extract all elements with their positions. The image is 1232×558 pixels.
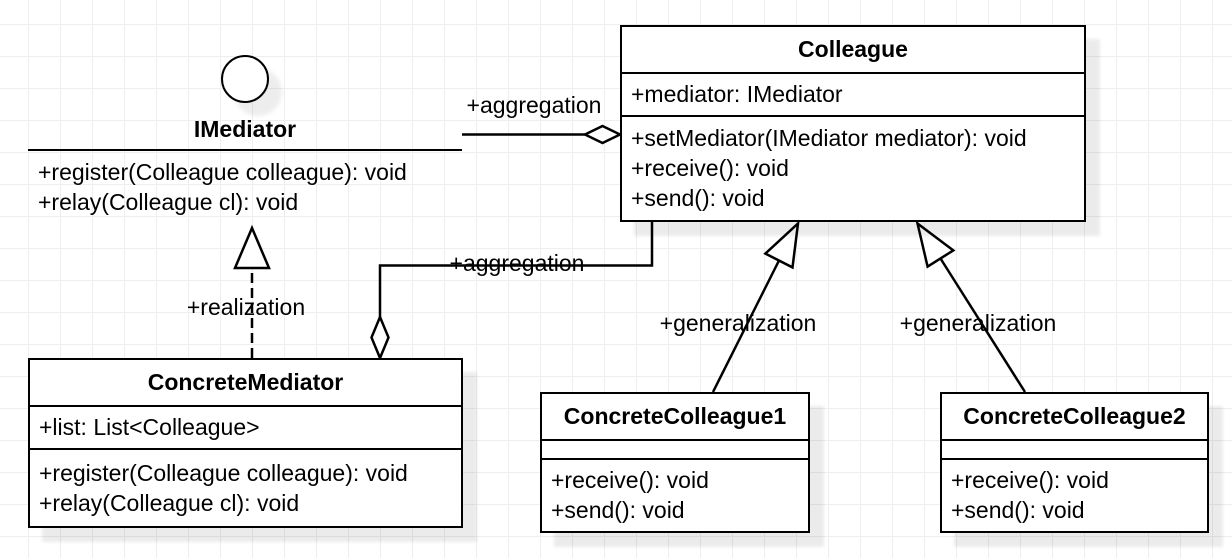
- class-title: Colleague: [622, 27, 1084, 74]
- interface-imediator[interactable]: IMediator +register(Colleague colleague)…: [28, 55, 462, 217]
- interface-title: IMediator: [28, 115, 462, 151]
- aggregation-edge-imediator-colleague[interactable]: [462, 124, 623, 145]
- class-methods: +register(Colleague colleague): void +re…: [30, 450, 461, 527]
- edge-label-realization[interactable]: +realization: [186, 294, 306, 320]
- method-row: +receive(): void: [631, 155, 789, 182]
- class-title: ConcreteColleague1: [542, 394, 808, 441]
- attribute-row: +mediator: IMediator: [631, 80, 843, 107]
- attribute-row: +list: List<Colleague>: [39, 413, 260, 440]
- method-row: +send(): void: [551, 497, 685, 524]
- class-methods: +setMediator(IMediator mediator): void +…: [622, 117, 1084, 221]
- realization-triangle-icon: [233, 224, 271, 270]
- interface-circle-icon: [221, 55, 269, 103]
- edge-label-aggregation-imediator[interactable]: +aggregation: [466, 92, 602, 118]
- class-attributes-empty: [942, 441, 1207, 460]
- edge-label-aggregation-concretemediator[interactable]: +aggregation: [449, 250, 585, 276]
- class-title: ConcreteMediator: [30, 360, 461, 407]
- generalization-edge-concretecolleague2-colleague[interactable]: [915, 220, 1027, 393]
- generalization-edge-concretecolleague1-colleague[interactable]: [711, 220, 800, 393]
- generalization-triangle-icon: [915, 220, 956, 269]
- class-attributes: +list: List<Colleague>: [30, 407, 461, 450]
- method-row: +setMediator(IMediator mediator): void: [631, 125, 1027, 152]
- class-methods: +receive(): void +send(): void: [942, 460, 1207, 532]
- aggregation-diamond-icon: [582, 124, 623, 145]
- class-attributes: +mediator: IMediator: [622, 74, 1084, 117]
- method-row: +relay(Colleague cl): void: [38, 189, 299, 215]
- edge-label-generalization-2[interactable]: +generalization: [899, 310, 1057, 336]
- class-title: ConcreteColleague2: [942, 394, 1207, 441]
- realization-edge-concretemediator-imediator[interactable]: [233, 224, 271, 358]
- class-box-concrete-colleague2[interactable]: ConcreteColleague2 +receive(): void +sen…: [940, 392, 1209, 533]
- class-methods: +receive(): void +send(): void: [542, 460, 808, 532]
- class-attributes-empty: [542, 441, 808, 460]
- class-box-colleague[interactable]: Colleague +mediator: IMediator +setMedia…: [620, 25, 1086, 222]
- method-row: +register(Colleague colleague): void: [38, 159, 407, 185]
- aggregation-diamond-icon: [370, 313, 390, 362]
- method-row: +send(): void: [951, 497, 1085, 524]
- method-row: +relay(Colleague cl): void: [39, 489, 300, 516]
- edge-label-generalization-1[interactable]: +generalization: [659, 310, 817, 336]
- class-box-concrete-mediator[interactable]: ConcreteMediator +list: List<Colleague> …: [28, 358, 463, 528]
- method-row: +receive(): void: [951, 467, 1109, 494]
- generalization-triangle-icon: [763, 220, 800, 270]
- method-row: +send(): void: [631, 185, 765, 212]
- class-box-concrete-colleague1[interactable]: ConcreteColleague1 +receive(): void +sen…: [540, 392, 810, 533]
- method-row: +receive(): void: [551, 467, 709, 494]
- aggregation-edge-colleague-concretemediator[interactable]: [370, 222, 654, 362]
- interface-methods: +register(Colleague colleague): void +re…: [28, 151, 462, 217]
- method-row: +register(Colleague colleague): void: [39, 459, 408, 486]
